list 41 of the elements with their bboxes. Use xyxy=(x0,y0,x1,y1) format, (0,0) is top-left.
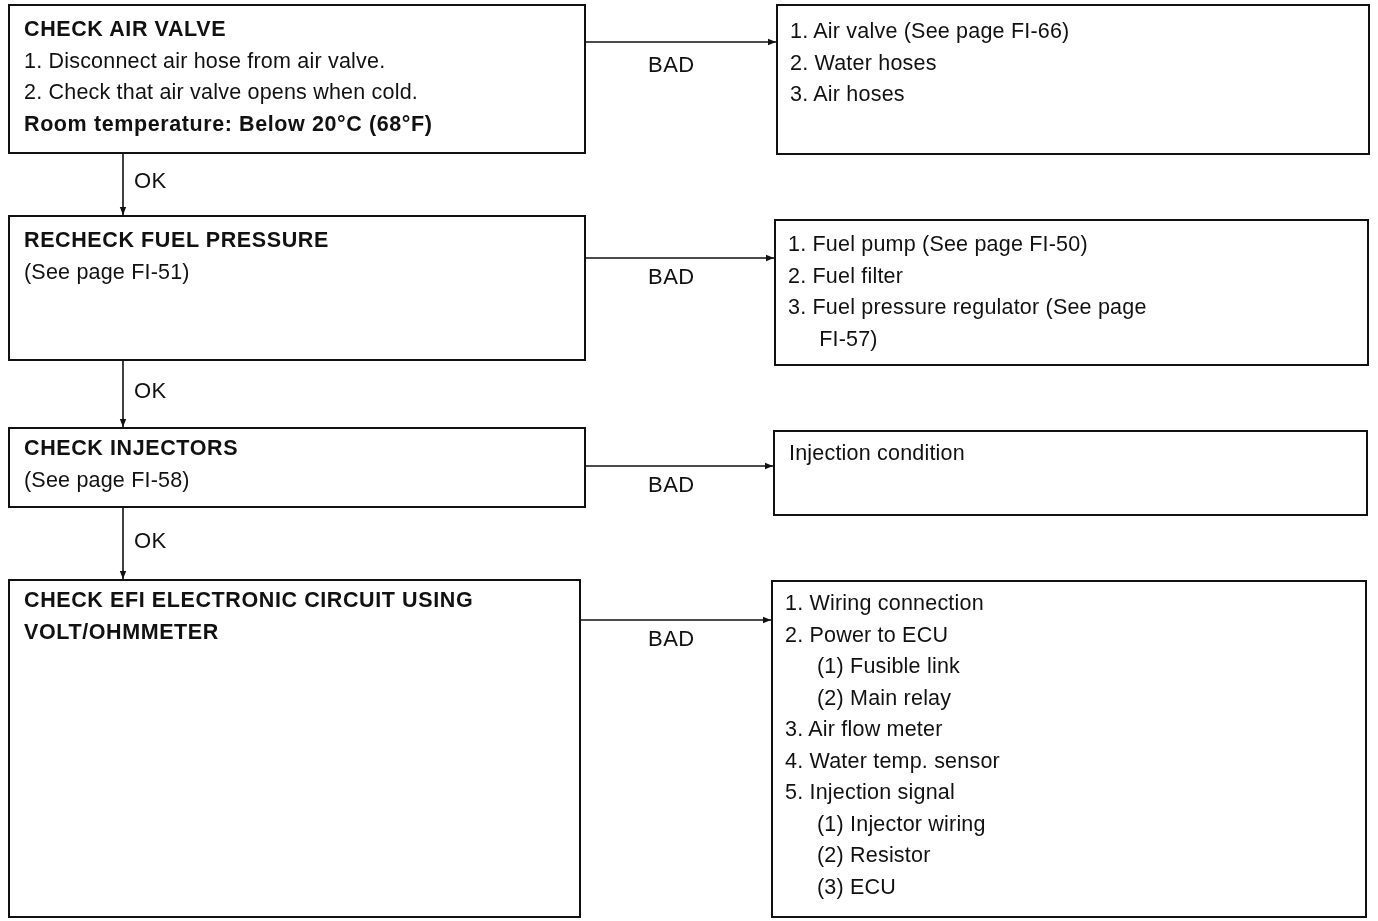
step-text: (1) Injector wiring xyxy=(816,810,987,838)
arrow xyxy=(585,38,777,46)
arrow xyxy=(119,360,127,428)
arrow xyxy=(585,462,774,470)
step-text: 2. Check that air valve opens when cold. xyxy=(24,79,420,106)
step-text: 1. Fuel pump (See page FI-50) xyxy=(788,231,1089,258)
step-text: Injection condition xyxy=(789,440,966,467)
step-heading: Room temperature: Below 20°C (68°F) xyxy=(24,110,434,138)
step-heading: CHECK AIR VALVE xyxy=(24,16,228,43)
step-box xyxy=(8,427,586,508)
step-box xyxy=(8,4,586,154)
step-text: (1) Fusible link xyxy=(816,653,961,680)
step-text: 3. Air flow meter xyxy=(785,716,944,743)
step-box xyxy=(8,579,581,918)
step-text: 2. Power to ECU xyxy=(785,621,950,649)
arrow xyxy=(580,616,772,624)
step-box xyxy=(8,215,586,361)
step-text: (3) ECU xyxy=(816,873,898,901)
arrow xyxy=(119,507,127,580)
step-box xyxy=(771,580,1367,918)
step-text: (See page FI-51) xyxy=(24,258,191,286)
step-text: 1. Wiring connection xyxy=(785,590,985,617)
step-text: (See page FI-58) xyxy=(24,466,191,494)
step-text: 3. Air hoses xyxy=(790,81,906,108)
step-text: 2. Fuel filter xyxy=(788,262,905,290)
step-heading: RECHECK FUEL PRESSURE xyxy=(24,227,330,254)
step-text: 1. Disconnect air hose from air valve. xyxy=(24,47,387,75)
step-heading: CHECK INJECTORS xyxy=(24,435,240,462)
step-box xyxy=(773,430,1368,516)
arrow xyxy=(585,254,775,262)
step-text: 4. Water temp. sensor xyxy=(785,747,1001,775)
step-text: (2) Main relay xyxy=(816,684,953,712)
step-box xyxy=(774,219,1369,366)
step-box xyxy=(776,4,1370,155)
step-text: 2. Water hoses xyxy=(790,49,938,77)
arrow xyxy=(119,153,127,216)
step-heading: CHECK EFI ELECTRONIC CIRCUIT USING VOLT/OHMMETER xyxy=(24,587,475,646)
step-text: 3. Fuel pressure regulator (See page FI-57) xyxy=(788,294,1148,353)
step-text: (2) Resistor xyxy=(816,842,932,869)
step-text: 1. Air valve (See page FI-66) xyxy=(790,18,1071,45)
step-text: 5. Injection signal xyxy=(785,779,956,806)
